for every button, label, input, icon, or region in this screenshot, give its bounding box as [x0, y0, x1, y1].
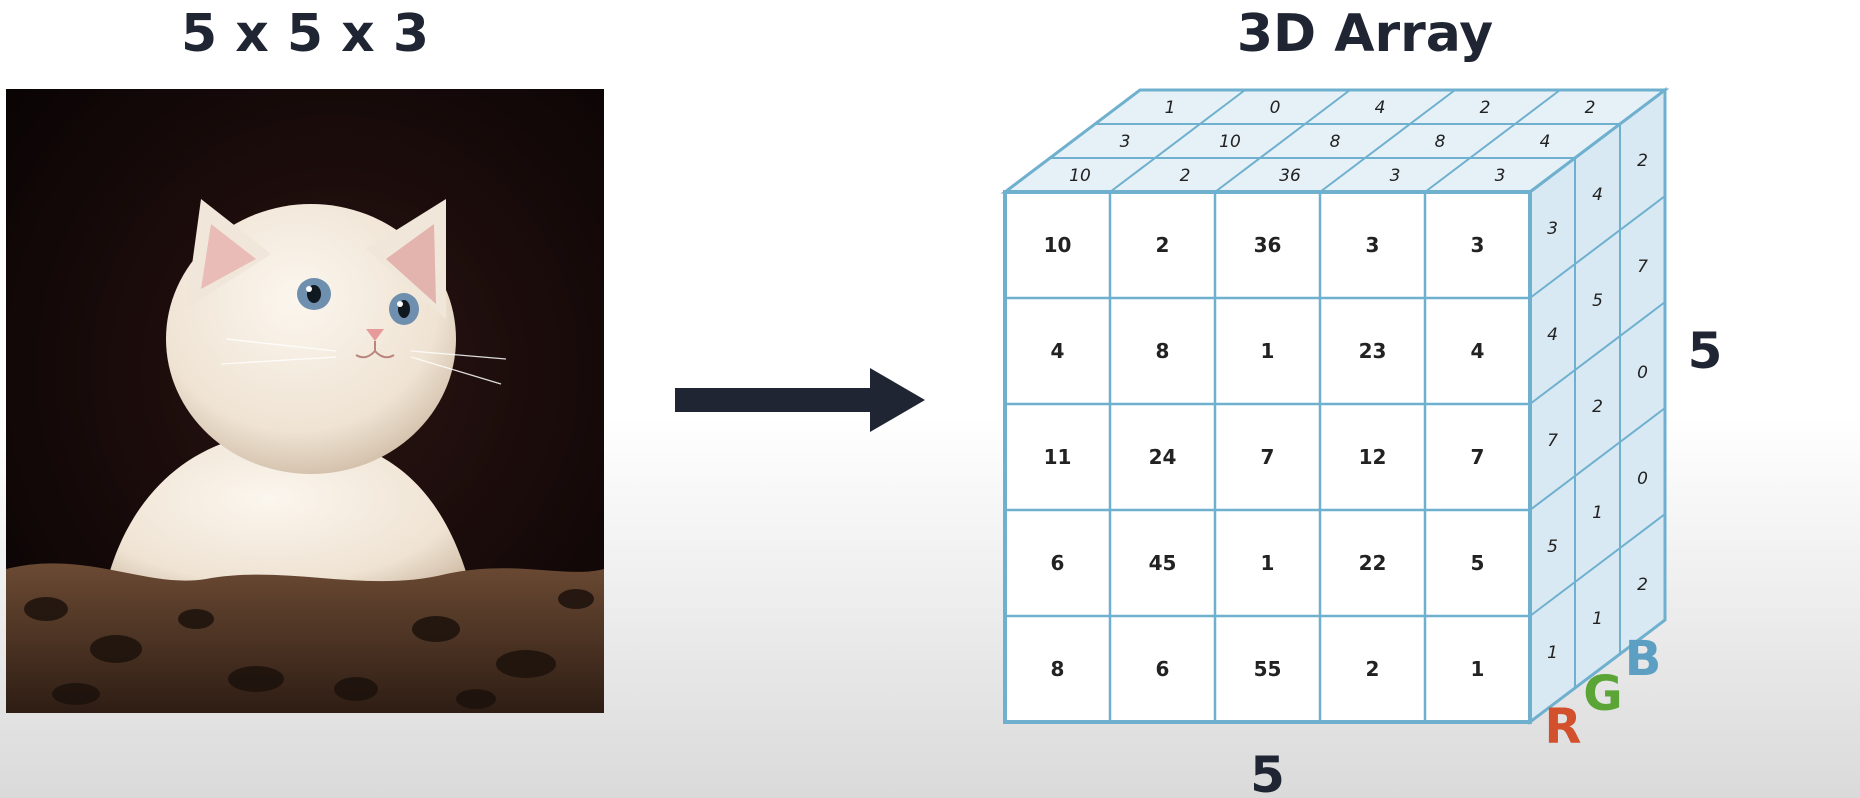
front-cell-value: 22 [1359, 551, 1387, 575]
width-dimension-label: 5 [1250, 746, 1285, 798]
side-cell-value: 2 [1592, 397, 1603, 417]
side-grid-line [1529, 195, 1666, 299]
front-cell-value: 2 [1156, 233, 1170, 257]
top-grid-line [1424, 89, 1561, 193]
height-dimension-label: 5 [1688, 322, 1723, 380]
front-cell-value: 5 [1471, 551, 1485, 575]
top-cell-value: 3 [1390, 166, 1401, 186]
side-cell-value: 1 [1592, 609, 1603, 629]
side-cell-value: 3 [1547, 219, 1558, 239]
side-cell-value: 2 [1637, 151, 1648, 171]
front-cell-value: 7 [1261, 445, 1275, 469]
top-cell-value: 1 [1165, 98, 1176, 118]
front-cell-value: 2 [1366, 657, 1380, 681]
side-cell-value: 4 [1592, 185, 1603, 205]
front-cell-value: 3 [1366, 233, 1380, 257]
side-cell-value: 0 [1637, 363, 1648, 383]
front-cell-value: 4 [1051, 339, 1065, 363]
top-cell-value: 36 [1279, 166, 1301, 186]
side-cell-value: 5 [1547, 537, 1558, 557]
side-cell-value: 7 [1547, 431, 1558, 451]
front-cell-value: 12 [1359, 445, 1387, 469]
front-cell-value: 10 [1044, 233, 1072, 257]
top-cell-value: 4 [1540, 132, 1551, 152]
top-grid-line [1109, 89, 1246, 193]
top-cell-value: 10 [1069, 166, 1091, 186]
front-cell-value: 45 [1149, 551, 1177, 575]
top-cell-value: 0 [1270, 98, 1281, 118]
front-cell-value: 6 [1156, 657, 1170, 681]
side-grid-line [1529, 407, 1666, 511]
front-cell-value: 4 [1471, 339, 1485, 363]
top-cell-value: 3 [1120, 132, 1131, 152]
front-cell-value: 55 [1254, 657, 1282, 681]
side-cell-value: 2 [1637, 575, 1648, 595]
top-cell-value: 2 [1180, 166, 1191, 186]
side-cell-value: 4 [1547, 325, 1558, 345]
side-grid-line [1529, 301, 1666, 405]
top-cell-value: 2 [1585, 98, 1596, 118]
array-title: 3D Array [1236, 4, 1494, 64]
top-grid-line [1214, 89, 1351, 193]
top-grid-line [1319, 89, 1456, 193]
side-cell-value: 1 [1592, 503, 1603, 523]
top-cell-value: 10 [1219, 132, 1241, 152]
front-cell-value: 3 [1471, 233, 1485, 257]
front-face [1003, 190, 1532, 724]
front-cell-value: 6 [1051, 551, 1065, 575]
side-cell-value: 7 [1637, 257, 1648, 277]
top-cell-value: 2 [1480, 98, 1491, 118]
kitten-photo [6, 89, 604, 713]
side-grid-line [1529, 513, 1666, 617]
top-cell-value: 8 [1435, 132, 1446, 152]
front-cell-value: 1 [1471, 657, 1485, 681]
front-cell-value: 7 [1471, 445, 1485, 469]
channel-label-g: G [1583, 666, 1622, 722]
front-cell-value: 23 [1359, 339, 1387, 363]
side-cell-value: 0 [1637, 469, 1648, 489]
front-cell-value: 8 [1156, 339, 1170, 363]
front-cell-value: 24 [1149, 445, 1177, 469]
front-cell-value: 1 [1261, 551, 1275, 575]
side-cell-value: 5 [1592, 291, 1603, 311]
front-cell-value: 11 [1044, 445, 1072, 469]
channel-label-r: R [1545, 699, 1582, 755]
right-arrow-icon [675, 368, 925, 432]
channel-label-b: B [1625, 631, 1662, 687]
front-cell-value: 36 [1254, 233, 1282, 257]
side-cell-value: 1 [1547, 643, 1558, 663]
image-shape-title: 5 x 5 x 3 [180, 4, 430, 64]
top-cell-value: 4 [1375, 98, 1386, 118]
front-cell-value: 8 [1051, 657, 1065, 681]
front-cell-value: 1 [1261, 339, 1275, 363]
top-cell-value: 3 [1495, 166, 1506, 186]
top-cell-value: 8 [1330, 132, 1341, 152]
